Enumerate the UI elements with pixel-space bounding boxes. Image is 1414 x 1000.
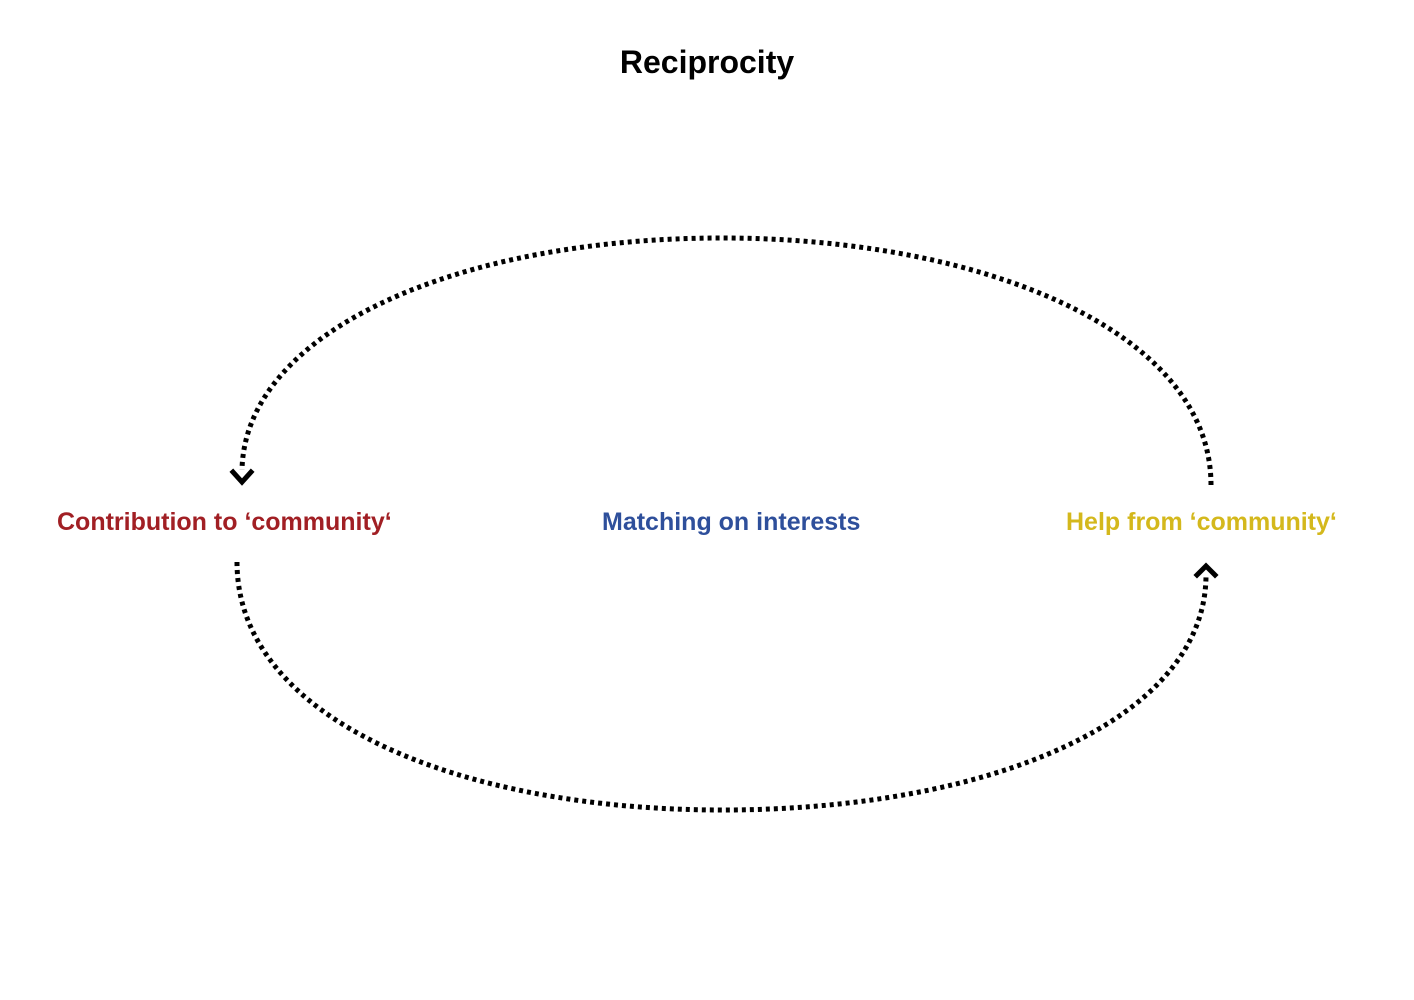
node-matching: Matching on interests [602,508,861,536]
node-help: Help from ‘community‘ [1066,508,1337,536]
arrowhead-help [1193,562,1219,579]
arrow-help-to-contribution [239,235,1214,486]
arrow-contribution-to-help [234,561,1209,813]
arrowhead-contribution [229,468,255,486]
node-contribution: Contribution to ‘community‘ [57,508,392,536]
diagram-title: Reciprocity [619,44,795,80]
